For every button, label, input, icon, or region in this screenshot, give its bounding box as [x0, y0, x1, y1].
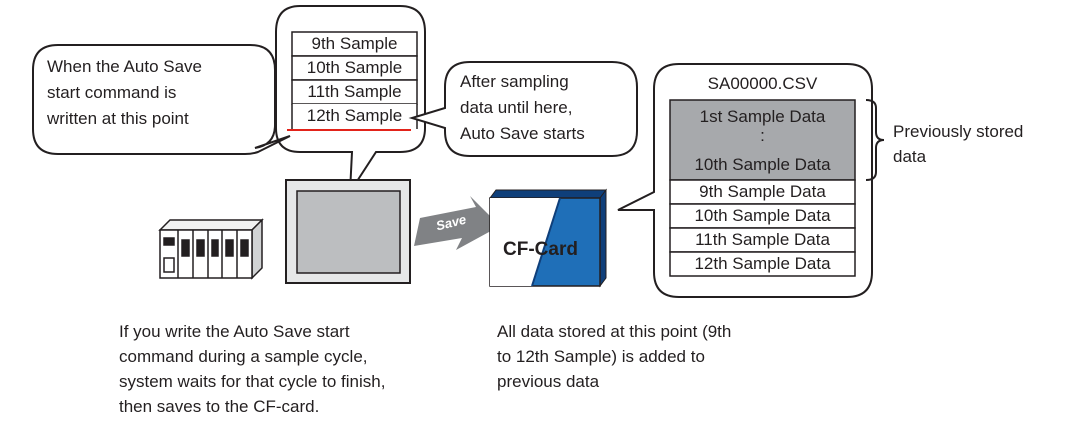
display-panel-icon	[285, 179, 411, 284]
left-callout-line: written at this point	[47, 109, 189, 128]
sample-row: 10th Sample	[306, 58, 403, 77]
previous-row: 1st Sample Data	[699, 107, 826, 126]
file-name: SA00000.CSV	[707, 74, 818, 93]
left-callout-line: When the Auto Save	[47, 57, 202, 76]
sample-row: 12th Sample	[306, 106, 403, 125]
previous-row: 10th Sample Data	[694, 155, 831, 174]
sample-row: 9th Sample	[311, 34, 398, 53]
right-callout-line: After sampling	[460, 72, 569, 91]
brace-label-line: data	[893, 147, 927, 166]
previous-row-ellipsis: :	[760, 126, 765, 145]
note-right-line: previous data	[497, 372, 600, 391]
right-callout-line: data until here,	[460, 98, 573, 117]
new-data-rows	[669, 179, 856, 277]
cf-card-label: CF-Card	[503, 238, 578, 262]
left-callout-balloon	[32, 44, 291, 155]
brace-label-line: Previously stored	[893, 122, 1024, 141]
note-left-line: If you write the Auto Save start	[119, 322, 350, 341]
new-data-row: 10th Sample Data	[694, 206, 831, 225]
note-left-line: then saves to the CF-card.	[119, 397, 320, 416]
note-right-line: to 12th Sample) is added to	[497, 347, 705, 366]
save-arrow	[414, 196, 500, 250]
plc-icon	[158, 218, 264, 280]
cf-card-label-text: CF-Card	[503, 239, 578, 260]
new-data-row: 12th Sample Data	[694, 254, 831, 273]
new-data-row: 9th Sample Data	[699, 182, 826, 201]
note-left-line: system waits for that cycle to finish,	[119, 372, 386, 391]
previous-data-block	[669, 99, 856, 181]
new-data-row: 11th Sample Data	[695, 230, 830, 249]
right-callout-line: Auto Save starts	[460, 124, 585, 143]
sample-row: 11th Sample	[307, 82, 402, 101]
left-callout-line: start command is	[47, 83, 177, 102]
sample-list-table	[291, 31, 418, 129]
brace-icon	[865, 99, 885, 181]
note-right-line: All data stored at this point (9th	[497, 322, 732, 341]
note-left-line: command during a sample cycle,	[119, 347, 368, 366]
cf-card-icon	[489, 188, 607, 288]
right-callout-balloon	[408, 61, 638, 157]
